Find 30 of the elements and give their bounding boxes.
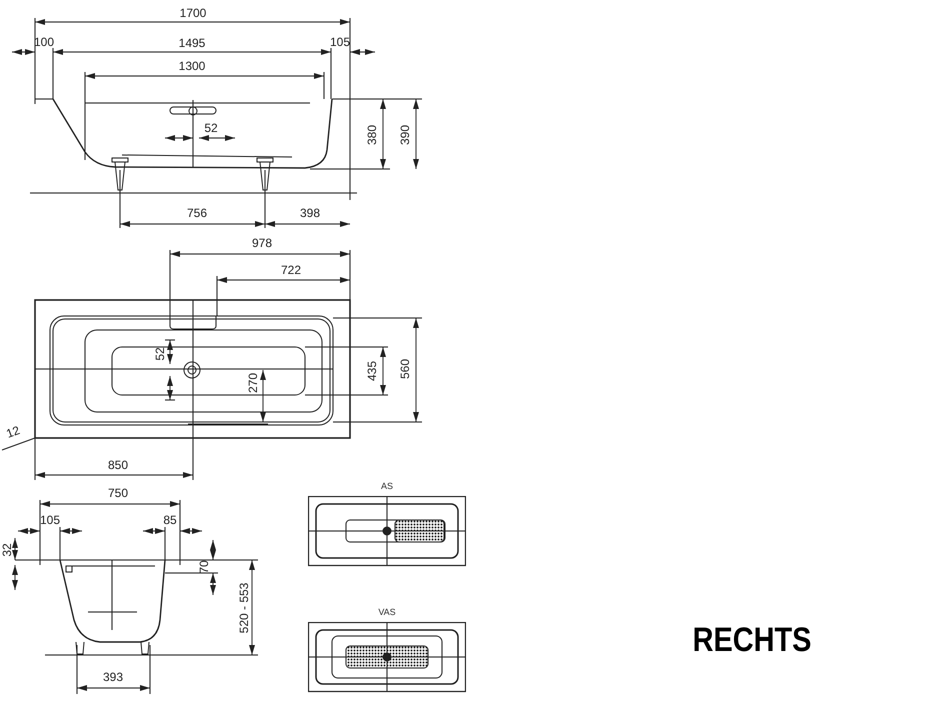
dimension-label: 390: [399, 124, 411, 146]
dimension-label: 520 - 553: [238, 582, 250, 634]
dimension-label: 756: [186, 207, 208, 219]
bathtub-plan-view: [308, 608, 466, 694]
dimension-label: 560: [399, 358, 411, 380]
dimension-label: 70: [198, 560, 210, 574]
dimension-label: 270: [247, 372, 259, 394]
dimension-label: 393: [102, 671, 124, 683]
dimension-label: 85: [163, 514, 177, 526]
dimension-label: 32: [1, 543, 13, 557]
dimension-label: 52: [204, 122, 218, 134]
dimension-label: 12: [4, 424, 22, 440]
view-heading: VAS: [377, 608, 397, 617]
dimension-label: 52: [154, 347, 166, 361]
dimension-label: 100: [34, 36, 54, 48]
dimension-label: 978: [252, 237, 272, 249]
dimension-label: 398: [300, 207, 320, 219]
dimension-label: 1700: [180, 7, 206, 19]
dimension-label: 1495: [178, 37, 206, 49]
dimension-label: 750: [108, 487, 128, 499]
dimension-label: 105: [40, 514, 60, 526]
dimension-label: 722: [280, 264, 302, 276]
dimension-label: 380: [366, 124, 378, 146]
bathtub-plan-view: [308, 482, 466, 568]
dimension-label: 850: [108, 459, 128, 471]
view-heading: AS: [380, 482, 394, 491]
title-text: RECHTS: [692, 623, 812, 657]
dimension-label: 105: [330, 36, 350, 48]
dimension-label: 1300: [178, 60, 206, 72]
dimension-label: 435: [366, 360, 378, 382]
